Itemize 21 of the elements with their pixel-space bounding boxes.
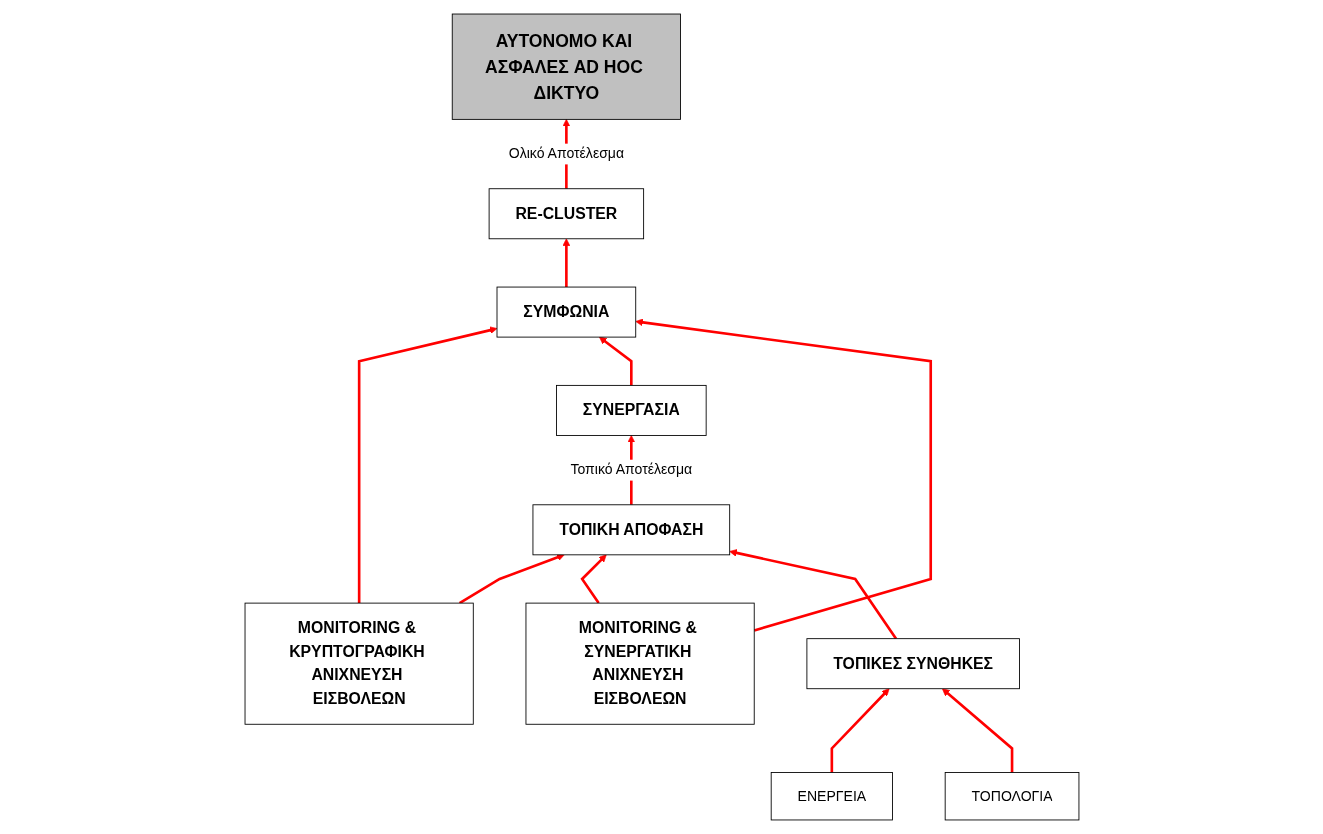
node-box: MONITORING & ΣΥΝΕΡΓΑΤΙΚΗ ΑΝΙΧΝΕΥΣΗ ΕΙΣΒΟΛΕΩΝ [525, 602, 755, 725]
node-box: ΑΥΤΟΝΟΜΟ ΚΑΙ ΑΣΦΑΛΕΣ AD HOC ΔΙΚΤΥΟ [451, 13, 681, 120]
arrow [830, 688, 889, 773]
arrow [941, 688, 1013, 773]
node-box: ΤΟΠΙΚΗ ΑΠΟΦΑΣΗ [532, 504, 730, 556]
arrow [728, 549, 897, 640]
arrow [634, 318, 932, 632]
arrow [357, 326, 497, 604]
arrow [458, 553, 565, 605]
node-box: ΤΟΠΟΛΟΓΙΑ [944, 772, 1079, 821]
node-box: MONITORING & ΚΡΥΠΤΟΓΡΑΦΙΚΗ ΑΝΙΧΝΕΥΣΗ ΕΙΣΒΟΛΕΩΝ [244, 602, 474, 725]
edge-label: Τοπικό Αποτέλεσμα [569, 462, 692, 478]
node-box: ΣΥΜΦΩΝΙΑ [496, 286, 636, 338]
node-box: ΣΥΝΕΡΓΑΣΙΑ [555, 384, 707, 436]
arrow [562, 238, 570, 288]
arrow [598, 336, 633, 386]
edge-label: Ολικό Αποτέλεσμα [508, 146, 624, 162]
node-box: ΕΝΕΡΓΕΙΑ [770, 772, 893, 821]
node-box: RE-CLUSTER [488, 188, 644, 240]
arrow [579, 554, 607, 604]
node-box: ΤΟΠΙΚΕΣ ΣΥΝΘΗΚΕΣ [805, 638, 1020, 690]
